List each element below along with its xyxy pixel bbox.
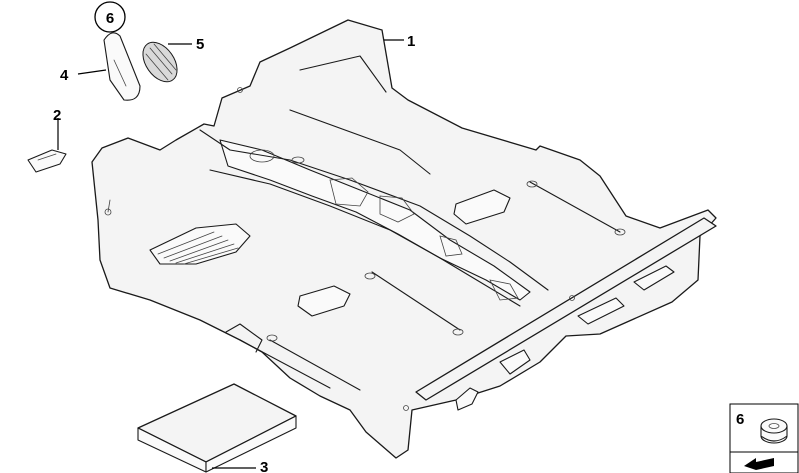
part-2-clip <box>27 118 67 173</box>
part-4-grip-pad <box>77 32 141 101</box>
nut-icon <box>760 418 788 444</box>
callout-1: 1 <box>407 33 415 50</box>
callout-3: 3 <box>260 459 268 473</box>
legend-number: 6 <box>736 411 744 428</box>
callout-6: 6 <box>106 10 114 27</box>
kit-6-circle <box>94 1 126 33</box>
callout-5: 5 <box>196 36 204 53</box>
callout-4: 4 <box>60 67 69 84</box>
legend-box: 6 <box>729 403 799 473</box>
floor-carpet <box>91 19 717 459</box>
part-5-mesh-pad <box>142 41 192 83</box>
arrow-icon <box>744 458 774 470</box>
part-3-floor-mat <box>137 383 297 473</box>
callout-2: 2 <box>53 107 61 124</box>
